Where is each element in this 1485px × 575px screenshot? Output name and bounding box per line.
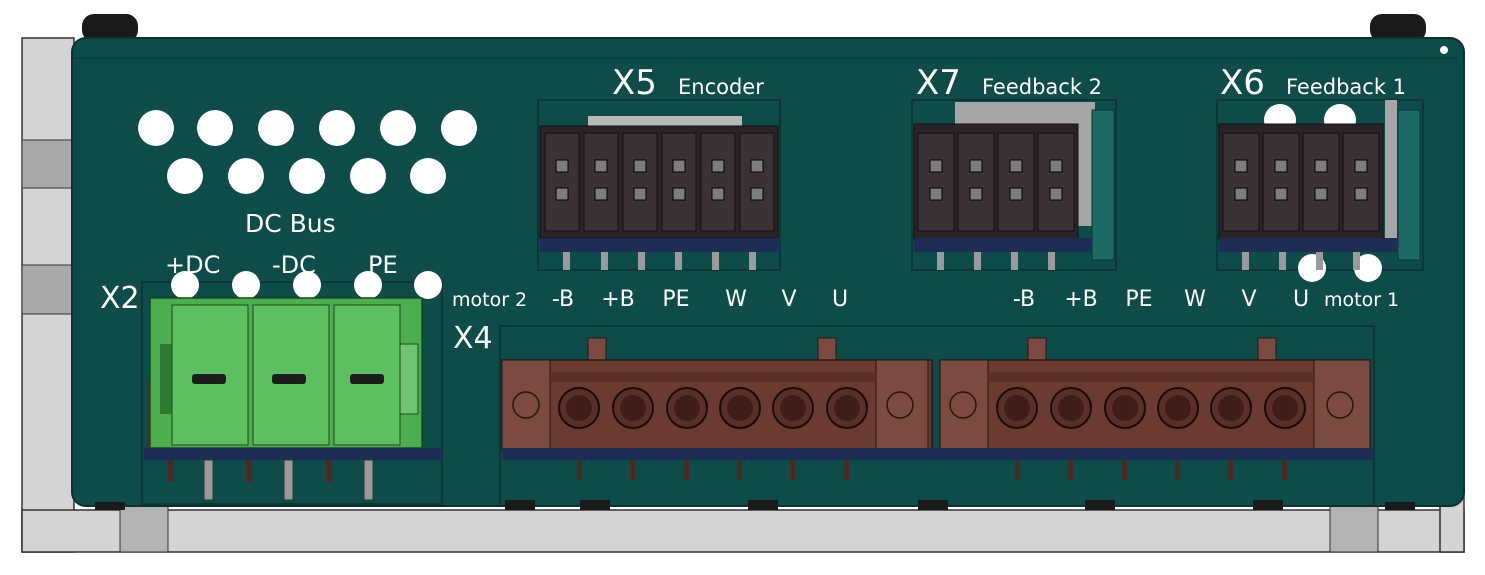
x5-label: X5: [612, 63, 657, 103]
motor1-pin-label: V: [1241, 287, 1256, 312]
dc-bus-label: DC Bus: [245, 209, 336, 238]
x6-name-label: Feedback 1: [1286, 75, 1406, 99]
motor2-pin-labels: -B +B PE W V U: [552, 287, 848, 312]
plus-dc-label: +DC: [165, 251, 220, 279]
x2-dc-terminal-block: [141, 271, 443, 505]
x5-encoder-connector: [537, 99, 781, 271]
x6-label: X6: [1220, 63, 1265, 103]
motor2-pin-label: +B: [601, 287, 635, 312]
chassis-bottom-rail: [21, 509, 1465, 553]
motor2-pin-label: PE: [662, 287, 689, 312]
motor1-pin-label: -B: [1013, 287, 1035, 312]
top-screw-left: [82, 14, 138, 42]
x6-feedback1-connector: [1216, 99, 1424, 282]
x7-feedback2-connector: [911, 99, 1117, 271]
motor2-pin-label: U: [832, 287, 848, 312]
pe-dc-label: PE: [368, 251, 398, 279]
x4-label: X4: [453, 321, 493, 356]
x2-label: X2: [100, 281, 140, 316]
motor2-pin-label: W: [725, 287, 747, 312]
motor1-pin-labels: -B +B PE W V U: [1013, 287, 1309, 312]
motor2-label: motor 2: [452, 289, 527, 311]
x7-name-label: Feedback 2: [982, 75, 1102, 99]
dc-bus-vent-holes: [138, 110, 477, 194]
x7-label: X7: [916, 63, 961, 103]
motor2-pin-label: V: [781, 287, 796, 312]
minus-dc-label: -DC: [272, 251, 316, 279]
top-screw-right: [1370, 14, 1426, 42]
motor1-pin-label: PE: [1125, 287, 1152, 312]
x5-name-label: Encoder: [678, 75, 764, 99]
motor1-pin-label: W: [1184, 287, 1206, 312]
bottom-feet: [95, 500, 1415, 510]
motor2-pin-label: -B: [552, 287, 574, 312]
motor1-label: motor 1: [1324, 289, 1399, 311]
motor1-pin-label: U: [1293, 287, 1309, 312]
motor1-pin-label: +B: [1064, 287, 1098, 312]
